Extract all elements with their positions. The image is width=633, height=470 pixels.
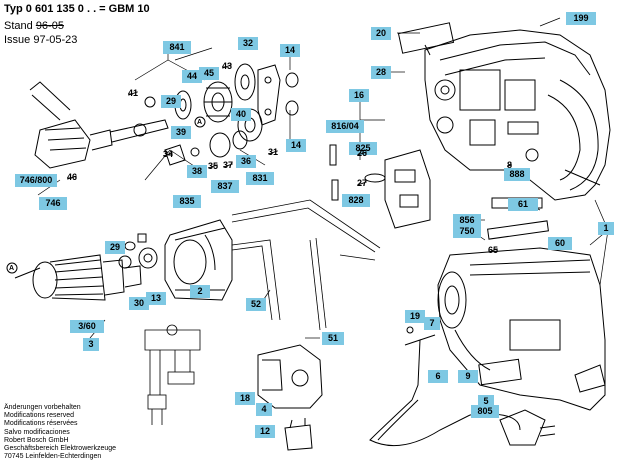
part-label-805: 805 [471, 405, 499, 418]
part-label-3-60: 3/60 [70, 320, 104, 333]
wiring-drawing [231, 199, 381, 331]
part-label-5: 5 [478, 395, 494, 408]
part-label-4: 4 [256, 403, 272, 416]
part-label-40: 40 [231, 108, 251, 121]
part-label-3: 3 [83, 338, 99, 351]
struck-label-27: 27 [357, 178, 368, 188]
struck-label-31: 31 [268, 147, 279, 157]
part-label-746-800: 746/800 [15, 174, 57, 187]
part-label-841: 841 [163, 41, 191, 54]
part-label-20: 20 [371, 27, 391, 40]
marker-a-armature: A [9, 265, 15, 272]
part-label-888: 888 [504, 168, 530, 181]
part-label-2: 2 [190, 285, 210, 298]
part-label-28: 28 [371, 66, 391, 79]
part-label-199: 199 [566, 12, 596, 25]
part-label-13: 13 [146, 292, 166, 305]
part-label-51: 51 [322, 332, 344, 345]
company-address: 70745 Leinfelden-Echterdingen [4, 453, 102, 461]
part-label-12: 12 [255, 425, 275, 438]
brush-holder-drawing [329, 144, 431, 229]
part-label-36: 36 [236, 155, 256, 168]
struck-label-41: 41 [128, 88, 139, 98]
company-name: Robert Bosch GmbH [4, 436, 69, 444]
reference-markers [6, 116, 206, 274]
chuck-drawing [29, 81, 169, 169]
struck-label-35: 35 [208, 161, 219, 171]
part-label-18: 18 [235, 392, 255, 405]
note-fr: Modifications réservées [4, 420, 78, 428]
part-label-61: 61 [508, 198, 538, 211]
part-label-7: 7 [424, 317, 440, 330]
footer-notes: Änderungen vorbehalten Modifications res… [4, 404, 116, 461]
marker-a-gear: A [197, 119, 203, 126]
stand-label: Stand [4, 20, 33, 32]
part-label-32: 32 [238, 37, 258, 50]
part-label-14a: 14 [280, 44, 300, 57]
note-en: Modifications reserved [4, 412, 75, 420]
part-label-825: 825 [349, 142, 377, 155]
part-label-19: 19 [405, 310, 425, 323]
struck-label-34: 34 [163, 149, 174, 159]
part-label-835: 835 [173, 195, 201, 208]
armature-drawing [14, 233, 158, 301]
cable-plug-drawing [369, 326, 556, 447]
note-es: Salvo modificaciones [4, 428, 70, 436]
struck-label-65: 65 [488, 245, 499, 255]
part-label-39: 39 [171, 126, 191, 139]
type-line: Typ 0 601 135 0 . . = GBM 10 [4, 3, 150, 16]
part-label-1: 1 [598, 222, 614, 235]
issue-line: Issue 97-05-23 [4, 34, 77, 47]
part-label-29b: 29 [105, 241, 125, 254]
part-label-29a: 29 [161, 95, 181, 108]
part-label-750: 750 [453, 225, 481, 238]
stand-line: Stand 96-05 [4, 20, 64, 33]
issue-value: 97-05-23 [33, 34, 78, 46]
switch-drawing [257, 344, 323, 451]
struck-label-46: 46 [67, 172, 78, 182]
part-label-831: 831 [246, 172, 274, 185]
note-de: Änderungen vorbehalten [4, 404, 81, 411]
part-label-16: 16 [349, 89, 369, 102]
stand-value: 96-05 [35, 20, 64, 32]
struck-label-43: 43 [222, 61, 233, 71]
part-label-9: 9 [458, 370, 478, 383]
motor-housing-drawing [437, 197, 606, 411]
division-name: Geschäftsbereich Elektrowerkzeuge [4, 445, 117, 453]
issue-label: Issue [4, 34, 31, 46]
part-label-828: 828 [342, 194, 370, 207]
part-label-30: 30 [129, 297, 149, 310]
part-label-6: 6 [428, 370, 448, 383]
wiring-schematic [144, 324, 201, 425]
part-label-45: 45 [199, 67, 219, 80]
part-label-52: 52 [246, 298, 266, 311]
type-number: Typ 0 601 135 0 . . = GBM 10 [4, 3, 150, 15]
struck-label-37: 37 [223, 160, 234, 170]
part-label-746: 746 [39, 197, 67, 210]
part-label-856: 856 [453, 214, 481, 227]
struck-label-8: 8 [506, 160, 513, 170]
housing-half-drawing [397, 22, 611, 201]
part-label-38: 38 [187, 165, 207, 178]
part-label-14b: 14 [286, 139, 306, 152]
part-label-44: 44 [182, 70, 202, 83]
part-label-60: 60 [548, 237, 572, 250]
struck-label-26: 26 [357, 148, 368, 158]
part-label-837: 837 [211, 180, 239, 193]
part-label-816-04: 816/04 [326, 120, 364, 133]
